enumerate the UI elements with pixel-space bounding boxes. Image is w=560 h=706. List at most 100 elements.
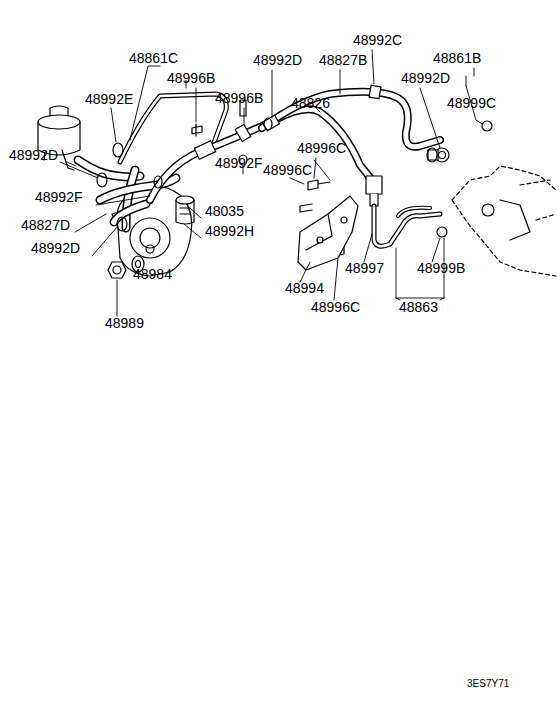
o-rings — [437, 121, 492, 237]
hose-clamps — [154, 176, 162, 188]
leader-lines — [474, 68, 475, 76]
leader-lines — [340, 70, 341, 94]
callout-number: 48992H — [204, 223, 255, 239]
pressure-tube-48863 — [374, 206, 440, 246]
steering-gear-box — [452, 166, 556, 276]
callout-number: 48992E — [84, 91, 134, 107]
callout-number: 48827B — [318, 52, 368, 68]
pump-nut-and-washer — [108, 262, 126, 278]
leader-lines — [244, 108, 245, 124]
pressure-tube-48863 — [374, 206, 440, 246]
callout-number: 48827D — [20, 217, 71, 233]
o-rings — [482, 121, 492, 131]
leader-lines — [334, 258, 338, 300]
leader-lines — [272, 70, 273, 118]
leader-lines — [314, 158, 330, 180]
return-hose-48827b — [262, 92, 440, 147]
steering-gear-box — [520, 180, 556, 220]
leader-lines — [111, 108, 116, 142]
hose-clamps — [264, 118, 272, 130]
bolts — [300, 204, 312, 212]
callout-number: 48996C — [310, 299, 361, 315]
leader-lines — [364, 234, 372, 262]
callout-number: 48992C — [352, 32, 403, 48]
callout-number: 48035 — [204, 203, 245, 219]
callout-number: 48996B — [214, 90, 264, 106]
leader-lines — [60, 50, 482, 316]
callout-number: 48996B — [166, 70, 216, 86]
hose-fittings — [235, 124, 251, 141]
return-tube-48861c — [120, 94, 226, 162]
callout-number: 48826 — [290, 95, 331, 111]
steering-gear-box — [452, 166, 556, 276]
pressure-hose-48826 — [150, 109, 372, 200]
leader-lines — [420, 88, 440, 148]
callout-number: 48996C — [296, 140, 347, 156]
leader-lines — [130, 66, 160, 140]
pressure-tube-48863 — [398, 208, 430, 216]
o-rings — [437, 227, 447, 237]
return-hose-48827b — [262, 92, 440, 147]
bracket-48994 — [317, 237, 323, 243]
steering-pump — [176, 196, 194, 204]
bolts — [308, 180, 330, 190]
oil-reservoir — [38, 115, 80, 129]
leader-lines — [372, 50, 374, 84]
pump-nut-and-washer — [113, 266, 121, 274]
callout-number: 48861B — [432, 50, 482, 66]
leader-lines — [432, 238, 440, 262]
callout-number: 48992D — [400, 70, 451, 86]
bracket-48994 — [341, 217, 347, 223]
return-hose-48827b — [262, 92, 440, 147]
hose-fittings — [262, 115, 279, 131]
callout-number: 48992F — [214, 155, 263, 171]
hose-clamps — [97, 118, 437, 231]
hose-clamps — [113, 143, 123, 157]
hose-fittings — [439, 152, 446, 159]
leader-lines — [290, 178, 304, 184]
callout-number: 48997 — [344, 260, 385, 276]
leader-lines — [96, 196, 150, 205]
hose-fittings — [194, 141, 215, 159]
pressure-tube-48863 — [374, 206, 440, 246]
oil-reservoir — [50, 106, 68, 116]
return-tube-48861c — [120, 94, 226, 162]
hose-clamps — [117, 217, 127, 231]
callout-number: 48992F — [34, 189, 83, 205]
pressure-hose-48826 — [150, 109, 372, 200]
callout-number: 48992D — [30, 240, 81, 256]
hose-clamps — [97, 173, 107, 187]
leader-lines — [75, 214, 106, 232]
callout-number: 48989 — [104, 315, 145, 331]
bracket-48994 — [298, 196, 358, 270]
leader-lines — [190, 208, 201, 218]
hose-fittings — [369, 85, 381, 99]
steering-gear-box — [500, 200, 530, 240]
return-hose-48827d — [100, 178, 176, 222]
callout-number: 48861C — [128, 50, 179, 66]
callout-number: 48994 — [284, 280, 325, 296]
steering-gear-box — [482, 204, 494, 216]
callout-number: 48992D — [252, 52, 303, 68]
callout-number: 48863 — [398, 299, 439, 315]
callout-number: 48992D — [8, 147, 59, 163]
callout-number: 48999C — [446, 95, 497, 111]
bolts — [192, 124, 202, 136]
leader-lines — [117, 280, 118, 316]
leader-lines — [300, 262, 310, 282]
leader-lines — [184, 224, 201, 238]
leader-lines — [196, 88, 197, 122]
drawing-code: 3ES7Y71 — [466, 678, 510, 690]
hose-clamps — [427, 148, 437, 162]
callout-number: 48984 — [132, 266, 173, 282]
bracket-48994 — [298, 196, 358, 270]
callout-number: 48996C — [262, 162, 313, 178]
pressure-tube-48863 — [398, 208, 430, 216]
steering-pump — [130, 218, 170, 258]
hose-fittings — [194, 85, 449, 206]
bracket-48994 — [306, 214, 332, 250]
steering-pump — [180, 208, 190, 214]
return-tube-48861c — [120, 94, 226, 162]
steering-pump — [146, 245, 154, 253]
